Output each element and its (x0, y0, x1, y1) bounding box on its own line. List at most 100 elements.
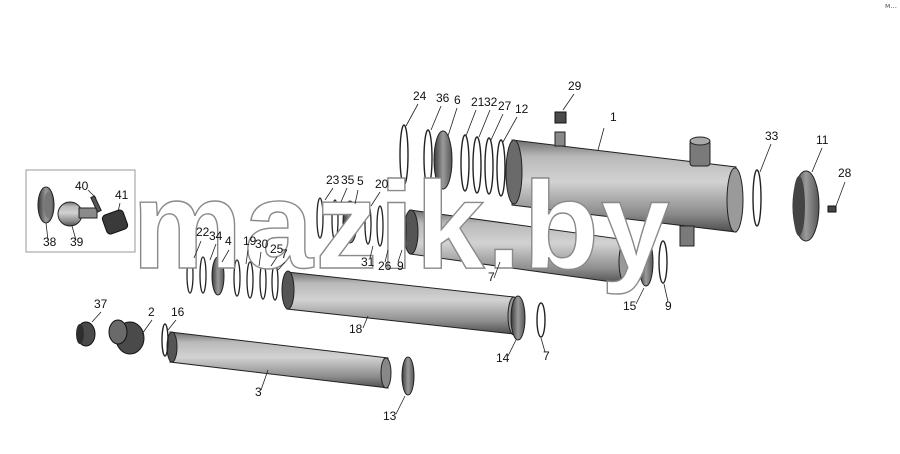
callout-label-c23: 23 (326, 173, 340, 187)
watermark: mazik.by (132, 157, 672, 295)
callout-label-c24: 24 (413, 89, 427, 103)
callout-labels: 1234567779911121314151618192021222324252… (43, 79, 852, 423)
part-40-pin (90, 195, 102, 213)
top-ring-stack (399, 124, 506, 197)
callout-label-c7c: 7 (543, 349, 550, 363)
part-39-ball-stud (57, 201, 98, 227)
part-14-nut (510, 295, 526, 341)
leader-line-c35 (340, 187, 348, 203)
leader-line-c9a (397, 249, 403, 263)
callout-label-c32: 32 (484, 95, 498, 109)
callout-label-c26: 26 (378, 259, 392, 273)
leader-line-c40 (87, 189, 97, 199)
callout-label-c14: 14 (496, 351, 510, 365)
leader-line-c34 (209, 243, 217, 261)
leader-lines (45, 93, 846, 415)
callout-label-c18: 18 (349, 322, 363, 336)
leader-line-c29 (562, 93, 575, 111)
callout-label-c19: 19 (243, 234, 257, 248)
part-9-ring-right (658, 240, 668, 284)
callout-label-c2: 2 (148, 305, 155, 319)
part-7-ring-lower (536, 302, 546, 338)
leader-line-c37 (91, 311, 102, 323)
part-11-cap (792, 170, 820, 242)
callout-label-c34: 34 (209, 229, 223, 243)
callout-label-c13: 13 (383, 409, 397, 423)
callout-label-c39: 39 (70, 235, 84, 249)
leader-line-c16 (167, 319, 177, 331)
leader-line-c13 (395, 395, 406, 415)
callout-label-c20: 20 (375, 177, 389, 191)
part-17-tube (403, 209, 634, 285)
leader-line-c15 (635, 287, 645, 305)
part-2-eye (108, 319, 145, 355)
leader-line-c9b (663, 283, 669, 303)
leader-line-c7a (277, 261, 286, 271)
leader-line-c12 (502, 116, 518, 143)
callout-label-c28: 28 (838, 166, 852, 180)
callout-label-c33: 33 (765, 129, 779, 143)
part-28-screw (827, 205, 837, 213)
leader-line-c38 (45, 222, 49, 241)
callout-label-c5: 5 (357, 174, 364, 188)
leader-line-c22 (193, 240, 202, 259)
middle-ring-stack (316, 197, 407, 251)
leader-line-c1 (597, 127, 605, 151)
callout-label-c35: 35 (341, 173, 355, 187)
leader-line-c32 (478, 109, 491, 138)
leader-line-c39 (71, 225, 77, 241)
part-33-ring (752, 169, 762, 227)
leader-line-c2 (141, 319, 153, 335)
part-15-nut (638, 237, 654, 287)
callout-label-c40: 40 (75, 179, 89, 193)
callout-label-c12: 12 (515, 102, 529, 116)
callout-label-c36: 36 (436, 91, 450, 105)
part-38-ring (37, 186, 55, 224)
callout-label-c27: 27 (498, 99, 512, 113)
callout-label-c4: 4 (225, 234, 232, 248)
callout-label-c21: 21 (471, 95, 485, 109)
leader-line-c31 (369, 245, 374, 259)
left-ring-stack (186, 256, 279, 301)
corner-mark: м... (885, 2, 897, 10)
part-41-block (101, 209, 129, 235)
callout-label-c11: 11 (816, 133, 829, 147)
callout-label-c3: 3 (255, 385, 262, 399)
callout-label-c31: 31 (361, 255, 375, 269)
part-37-cap (76, 321, 96, 347)
leader-line-c18 (362, 315, 369, 329)
leader-line-c19 (245, 249, 249, 265)
callout-label-c9a: 9 (397, 259, 404, 273)
callout-label-c16: 16 (171, 305, 185, 319)
callout-label-c22: 22 (196, 225, 210, 239)
leader-line-c21 (465, 109, 477, 137)
part-13-nut (401, 356, 415, 396)
leader-line-c5 (354, 189, 359, 205)
leader-line-c28 (835, 181, 846, 207)
inset-box (25, 169, 136, 253)
leader-line-c26 (384, 249, 389, 263)
callout-label-c9b: 9 (665, 299, 672, 313)
part-16-ring (161, 323, 169, 357)
part-3-piston-rod (166, 331, 392, 389)
leader-line-c7c (540, 337, 546, 353)
leader-line-c14 (507, 339, 517, 357)
leader-line-c11 (811, 147, 823, 173)
leader-line-c20 (370, 191, 381, 207)
leader-line-c24 (405, 103, 419, 127)
callout-label-c41: 41 (115, 188, 129, 202)
callout-label-c6: 6 (454, 93, 461, 107)
leader-line-c4 (221, 249, 230, 263)
leader-line-c41 (117, 202, 121, 213)
callout-label-c30: 30 (255, 237, 269, 251)
callout-label-c15: 15 (623, 299, 637, 313)
callout-label-c37: 37 (94, 297, 108, 311)
leader-line-c25 (270, 256, 278, 267)
leader-line-c27 (490, 113, 504, 141)
callout-label-c7b: 7 (488, 270, 495, 284)
callout-label-c38: 38 (43, 235, 57, 249)
callout-label-c7a: 7 (281, 247, 288, 261)
leader-line-c36 (430, 105, 442, 131)
leader-line-c7b (493, 261, 501, 279)
